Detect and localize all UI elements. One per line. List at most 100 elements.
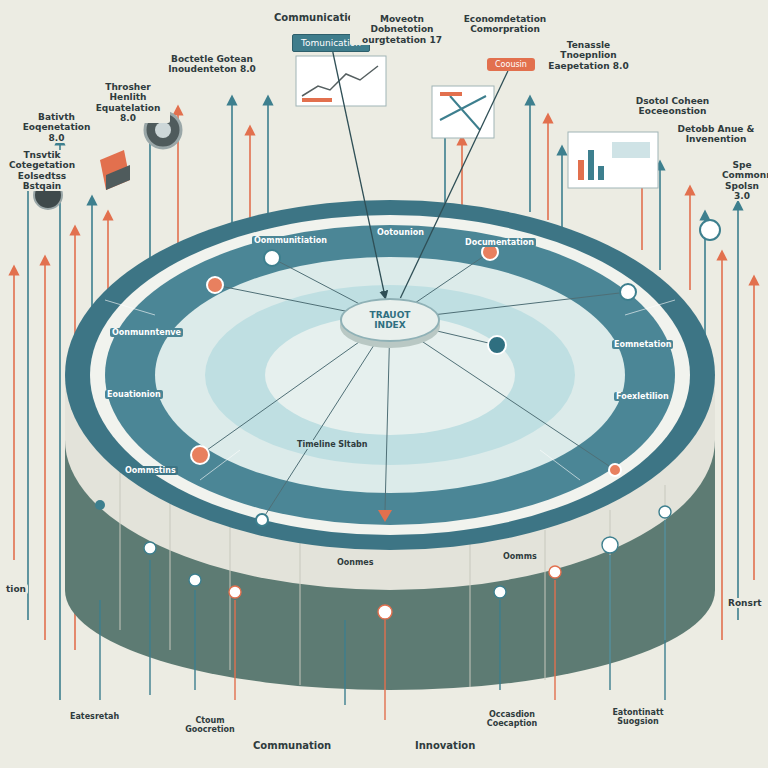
diagram-label: Eomnetation xyxy=(612,340,673,349)
marker-dots xyxy=(620,284,636,300)
top-icons xyxy=(612,142,650,158)
diagram-label: Dsotol Coheen Eoceeonstion xyxy=(623,96,722,117)
bottom-posts xyxy=(344,620,345,705)
diagram-label: Spe Commonment Spolsn 3.0 xyxy=(720,160,764,201)
disc-top xyxy=(205,285,575,465)
disc-top xyxy=(105,300,155,315)
diagram-label: Ootounion xyxy=(375,228,426,237)
vertical-arrows xyxy=(27,175,29,620)
index-hub: TRAUOT INDEX xyxy=(340,298,440,342)
diagram-label: Throsher Henlith Equatelation 8.0 xyxy=(86,82,170,123)
vertical-arrows xyxy=(529,100,531,212)
disc-top xyxy=(65,200,715,550)
bottom-posts xyxy=(189,574,201,586)
bottom-posts xyxy=(194,590,195,690)
bottom-posts xyxy=(149,560,150,695)
disc-top xyxy=(155,257,625,493)
diagram-label: Moveotn Dobnetotion ourgtetation 17 xyxy=(350,14,454,45)
diagram-label: Ctoum Goocretion xyxy=(173,716,247,734)
diagram-label: Foexletilion xyxy=(614,392,671,401)
diagram-label: Bativth Eoqenetation 8.0 xyxy=(17,112,96,143)
bottom-posts xyxy=(499,600,500,690)
connector xyxy=(400,71,508,298)
top-icons xyxy=(588,150,594,180)
top-icons xyxy=(100,150,130,190)
top-icons xyxy=(700,220,720,240)
node-text: Coousin xyxy=(495,60,527,69)
top-icons xyxy=(155,122,171,138)
bottom-posts xyxy=(659,506,671,518)
bottom-posts xyxy=(602,537,618,553)
bottom-posts xyxy=(144,542,156,554)
diagram-label: Boctetle Gotean Inoudenteton 8.0 xyxy=(165,54,259,75)
bottom-posts xyxy=(378,605,392,619)
vertical-arrows xyxy=(659,165,661,270)
marker-dots xyxy=(191,244,636,526)
diagram-label: Innovation xyxy=(413,740,477,752)
leader-lines xyxy=(200,252,628,520)
diagram-label: Economdetation Comorpration xyxy=(448,14,562,35)
bottom-posts xyxy=(95,500,105,510)
vertical-arrows xyxy=(59,140,61,700)
tag-box: Coousin xyxy=(487,58,535,71)
bottom-posts xyxy=(609,555,610,690)
marker-dots xyxy=(207,277,223,293)
bottom-posts xyxy=(234,600,235,700)
marker-dots xyxy=(378,510,392,522)
diagram-label: Eatontinatt Suogsion xyxy=(601,708,675,726)
leader-lines xyxy=(385,320,390,510)
bottom-posts xyxy=(664,520,665,700)
diagram-label: Eatesretah xyxy=(68,712,121,721)
bottom-posts xyxy=(384,620,385,720)
bottom-posts xyxy=(549,566,561,578)
vertical-arrows xyxy=(149,125,151,260)
cylinder-side xyxy=(170,500,171,650)
diagram-label: Eouationion xyxy=(105,390,163,399)
vertical-arrows xyxy=(14,100,754,700)
bottom-posts xyxy=(229,586,241,598)
cylinder-side xyxy=(545,530,546,680)
top-icons xyxy=(106,165,130,190)
marker-dots xyxy=(609,464,621,476)
marker-dots xyxy=(191,446,209,464)
vertical-arrows xyxy=(753,280,755,580)
node-text: TRAUOT INDEX xyxy=(360,310,420,331)
vertical-arrows xyxy=(547,118,549,220)
leader-lines xyxy=(262,320,390,520)
top-icons xyxy=(440,96,486,130)
marker-dots xyxy=(488,336,506,354)
top-icons xyxy=(302,66,378,96)
leader-lines xyxy=(390,320,615,470)
marker-dots xyxy=(256,514,268,526)
diagram-label: Documentation xyxy=(463,238,536,247)
diagram-label: Ronsrt xyxy=(726,598,764,608)
disc-top xyxy=(105,225,675,525)
diagram-label: Oonmes xyxy=(335,558,376,567)
top-icons xyxy=(568,132,658,188)
diagram-label: tion xyxy=(4,584,28,594)
disc-top xyxy=(625,300,675,315)
diagram-label: Occasdion Coecaption xyxy=(470,710,554,728)
top-icons xyxy=(598,166,604,180)
cylinder-side xyxy=(300,535,301,685)
disc-top xyxy=(65,200,715,550)
vertical-arrows xyxy=(737,205,739,620)
top-icons xyxy=(296,56,386,106)
connector xyxy=(333,52,386,298)
bottom-posts xyxy=(99,600,100,700)
vertical-arrows xyxy=(689,190,691,290)
vertical-arrows xyxy=(461,140,463,215)
diagram-label: Communation xyxy=(251,740,333,752)
diagram-label: Timeline Sltabn xyxy=(295,440,370,449)
bottom-posts xyxy=(554,580,555,700)
disc-top xyxy=(540,450,580,480)
diagram-label: Oonmunntenve xyxy=(110,328,183,337)
cylinder-side xyxy=(470,540,471,687)
top-icons xyxy=(440,92,462,96)
vertical-arrows xyxy=(44,260,46,640)
top-icons xyxy=(578,160,584,180)
vertical-arrows xyxy=(561,150,563,230)
diagram-label: Oommstins xyxy=(123,466,178,475)
marker-dots xyxy=(264,250,280,266)
